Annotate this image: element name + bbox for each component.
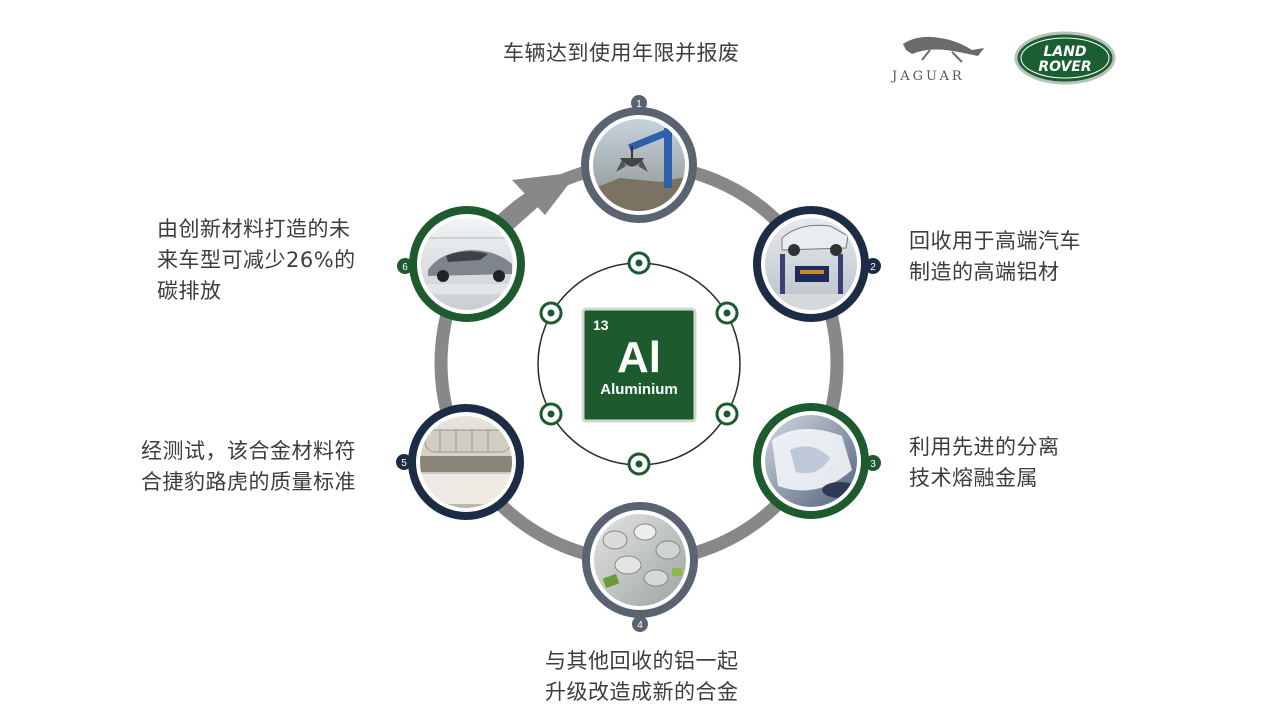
- aluminium-element-tile: 13 Al Aluminium: [581, 307, 697, 423]
- melting-metal-image: [765, 415, 857, 507]
- step-2-number: 2: [870, 262, 876, 273]
- step-2-label: 回收用于高端汽车 制造的高端铝材: [909, 229, 1081, 284]
- step-5-node: 5: [396, 404, 524, 520]
- step-3-node: 3: [753, 403, 881, 519]
- step-3-number: 3: [870, 459, 876, 470]
- step-1-label: 车辆达到使用年限并报废: [503, 41, 740, 65]
- step-1-node: 1: [581, 95, 697, 223]
- step-4-label: 与其他回收的铝一起 升级改造成新的合金: [545, 649, 739, 704]
- landrover-wordmark-rover: ROVER: [1038, 59, 1091, 75]
- new-car-image: [421, 218, 513, 310]
- step-3-label: 利用先进的分离 技术熔融金属: [909, 435, 1060, 490]
- landrover-logo: LAND ROVER: [1014, 31, 1116, 85]
- step-6-node: 6: [397, 206, 525, 322]
- step-2-node: 2: [753, 206, 881, 322]
- step-4-node: 4: [582, 502, 698, 632]
- step-5-number: 5: [401, 458, 407, 469]
- element-symbol: Al: [617, 333, 661, 382]
- step-4-number: 4: [637, 620, 643, 631]
- inner-ring-dots: [539, 251, 739, 476]
- recycled-cans-image: [594, 514, 686, 606]
- landrover-wordmark-land: LAND: [1043, 44, 1086, 60]
- cycle-arrowhead: [512, 172, 578, 215]
- element-name: Aluminium: [600, 381, 678, 398]
- step-6-label: 由创新材料打造的未 来车型可减少26%的 碳排放: [157, 217, 356, 303]
- jaguar-wordmark: JAGUAR: [890, 69, 965, 84]
- jaguar-logo: JAGUAR: [890, 36, 984, 84]
- step-1-number: 1: [636, 99, 642, 110]
- step-5-label: 经测试，该合金材料符 合捷豹路虎的质量标准: [141, 439, 356, 494]
- step-6-number: 6: [402, 262, 408, 273]
- element-number: 13: [593, 317, 609, 333]
